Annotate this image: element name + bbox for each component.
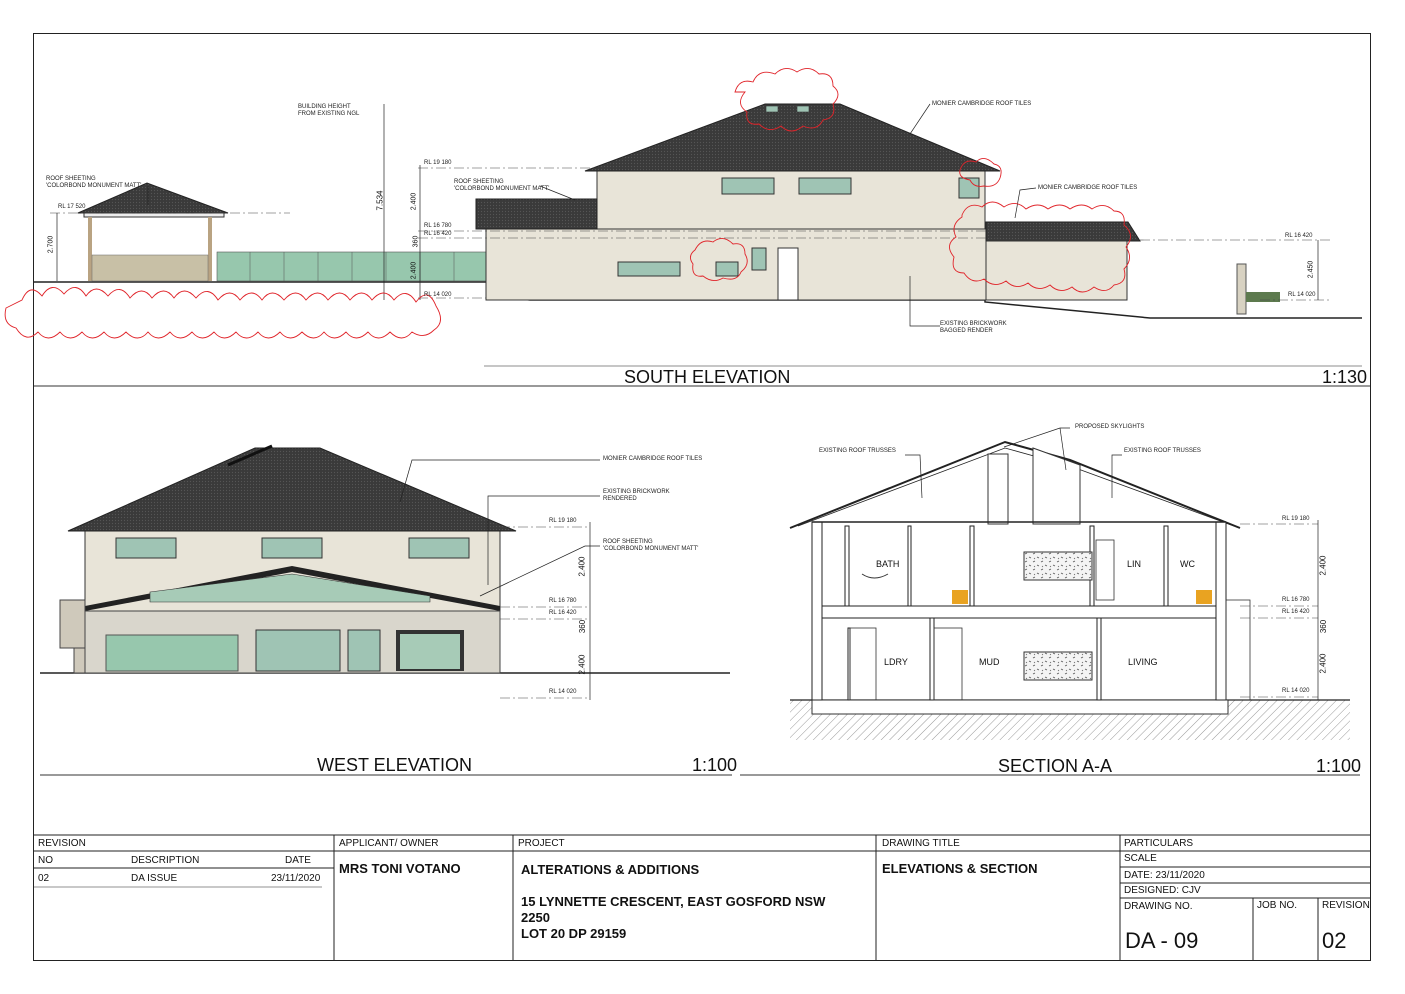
south-elevation-title: SOUTH ELEVATION <box>624 367 791 387</box>
west-level-14020: RL 14 020 <box>549 689 577 695</box>
section-aa-drawing <box>789 427 1350 740</box>
section-mid-dimension: 360 <box>1319 619 1329 634</box>
room-label-living: LIVING <box>1128 657 1158 667</box>
revision-col-date: DATE <box>285 855 311 866</box>
monier-roof-tiles-note: MONIER CAMBRIDGE ROOF TILES <box>932 101 1032 107</box>
room-label-mud: MUD <box>979 657 1000 667</box>
designed-label: DESIGNED: CJV <box>1124 885 1201 896</box>
revision-number: 02 <box>1322 928 1347 953</box>
pergola-dimension: 2.700 <box>47 235 55 254</box>
scale-label: SCALE <box>1124 853 1157 864</box>
west-roof-sheeting-note: ROOF SHEETING 'COLORBOND MONUMENT MATT' <box>603 539 699 552</box>
west-mid-dimension: 360 <box>578 619 588 634</box>
south-elevation-drawing <box>4 68 1362 339</box>
south-height-dimension: 7.534 <box>375 190 385 211</box>
monier-roof-tiles-right-note: MONIER CAMBRIDGE ROOF TILES <box>1038 185 1138 191</box>
south-right-level-14020: RL 14 020 <box>1288 292 1316 298</box>
section-upper-dimension: 2.400 <box>1318 555 1328 576</box>
revision-col-no: NO <box>38 855 53 866</box>
drawing-no-label: DRAWING NO. <box>1124 901 1193 912</box>
west-monier-note: MONIER CAMBRIDGE ROOF TILES <box>603 456 703 462</box>
applicant-name: MRS TONI VOTANO <box>339 861 461 876</box>
section-level-14020: RL 14 020 <box>1282 688 1310 694</box>
south-mid-dimension: 360 <box>412 235 420 248</box>
room-label-wc: WC <box>1180 559 1195 569</box>
revision-label: REVISION <box>1322 900 1370 911</box>
revision-col-description: DESCRIPTION <box>131 855 200 866</box>
roof-sheeting-note: ROOF SHEETING 'COLORBOND MONUMENT MATT' <box>454 179 550 192</box>
room-label-ldry: LDRY <box>884 657 908 667</box>
existing-trusses-right-note: EXISTING ROOF TRUSSES <box>1124 448 1201 454</box>
west-lower-dimension: 2.400 <box>577 654 587 675</box>
west-level-19180: RL 19 180 <box>549 518 577 524</box>
west-brickwork-note: EXISTING BRICKWORK RENDERED <box>603 489 670 502</box>
revision-row-description: DA ISSUE <box>131 873 178 884</box>
section-level-19180: RL 19 180 <box>1282 516 1310 522</box>
west-level-16780: RL 16 780 <box>549 598 577 604</box>
west-level-16420: RL 16 420 <box>549 610 577 616</box>
drawing-title: ELEVATIONS & SECTION <box>882 861 1038 876</box>
existing-trusses-left-note: EXISTING ROOF TRUSSES <box>819 448 896 454</box>
pergola-roof-sheeting-note: ROOF SHEETING 'COLORBOND MONUMENT MATT' <box>46 176 142 189</box>
section-lower-dimension: 2.400 <box>1318 653 1328 674</box>
south-lower-dimension: 2.400 <box>410 261 418 280</box>
section-level-16420: RL 16 420 <box>1282 609 1310 615</box>
south-level-16420: RL 16 420 <box>424 231 452 237</box>
revision-row-date: 23/11/2020 <box>271 873 321 884</box>
project-lot: LOT 20 DP 29159 <box>521 926 627 941</box>
existing-brickwork-note: EXISTING BRICKWORK BAGGED RENDER <box>940 321 1007 334</box>
west-elevation-drawing <box>40 444 730 700</box>
west-elevation-scale: 1:100 <box>692 755 738 775</box>
south-elevation-scale: 1:130 <box>1322 367 1368 387</box>
pergola-level-17520: RL 17 520 <box>58 204 86 210</box>
applicant-header: APPLICANT/ OWNER <box>339 838 439 849</box>
west-upper-dimension: 2.400 <box>577 556 587 577</box>
proposed-skylights-note: PROPOSED SKYLIGHTS <box>1075 424 1145 430</box>
south-level-19180: RL 19 180 <box>424 160 452 166</box>
drawing-title-header: DRAWING TITLE <box>882 838 960 849</box>
room-label-bath: BATH <box>876 559 900 569</box>
south-level-16780: RL 16 780 <box>424 223 452 229</box>
particulars-header: PARTICULARS <box>1124 838 1194 849</box>
section-level-16780: RL 16 780 <box>1282 597 1310 603</box>
project-header: PROJECT <box>518 838 565 849</box>
section-aa-scale: 1:100 <box>1316 756 1362 776</box>
title-block-lines <box>34 834 1370 961</box>
room-label-lin: LIN <box>1127 559 1142 569</box>
building-height-note: BUILDING HEIGHT FROM EXISTING NGL <box>298 104 360 117</box>
south-level-14020: RL 14 020 <box>424 292 452 298</box>
date-label: DATE: 23/11/2020 <box>1124 870 1205 881</box>
revision-header: REVISION <box>38 838 86 849</box>
west-elevation-title: WEST ELEVATION <box>317 755 473 775</box>
drawing-sheet <box>33 33 1371 961</box>
south-upper-dimension: 2.400 <box>410 192 418 211</box>
revision-row-no: 02 <box>38 873 50 884</box>
drawing-number: DA - 09 <box>1125 928 1199 953</box>
project-address: 15 LYNNETTE CRESCENT, EAST GOSFORD NSW 2… <box>521 894 826 925</box>
section-aa-title: SECTION A-A <box>998 756 1113 776</box>
project-name: ALTERATIONS & ADDITIONS <box>521 862 700 877</box>
south-right-level-16420: RL 16 420 <box>1285 233 1313 239</box>
south-right-dimension: 2.450 <box>1307 260 1315 279</box>
job-no-label: JOB NO. <box>1257 900 1298 911</box>
